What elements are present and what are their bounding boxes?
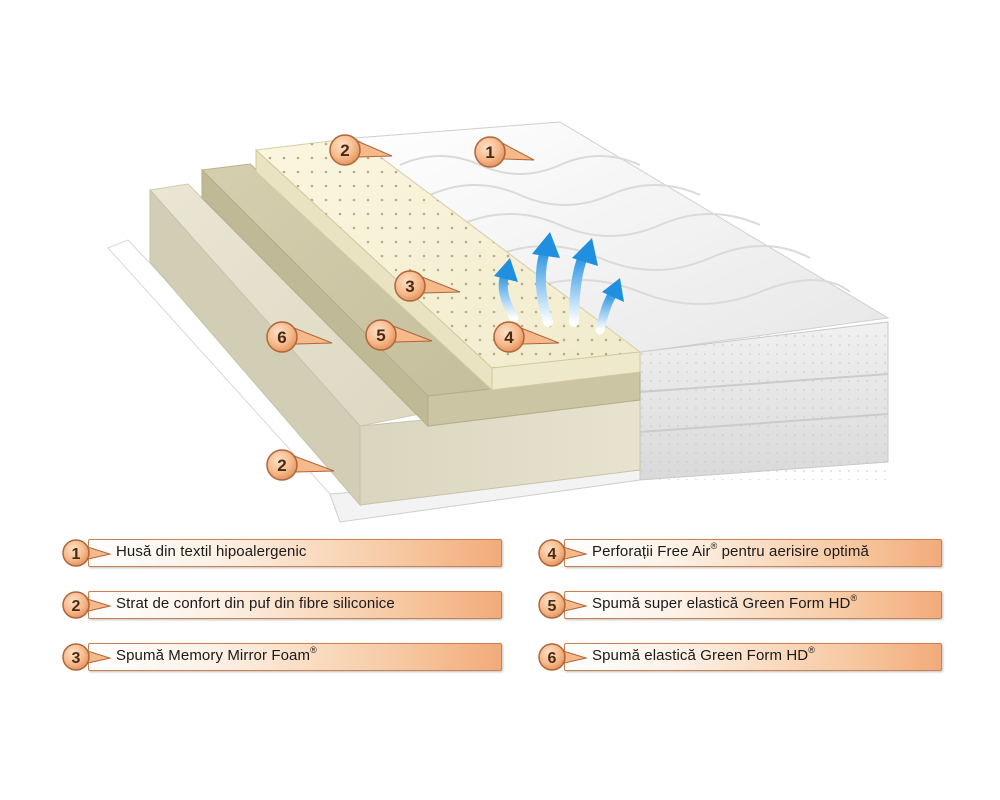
numbered-circle-badge: 4 bbox=[538, 539, 588, 567]
numbered-circle-badge bbox=[394, 270, 426, 302]
legend-item-2: 2 Strat de confort din puf din fibre sili… bbox=[60, 590, 502, 620]
numbered-circle-badge bbox=[493, 321, 525, 353]
numbered-circle-badge: 3 bbox=[62, 643, 112, 671]
airflow-arrow-icon bbox=[532, 232, 560, 327]
legend-text: Strat de confort din puf din fibre silic… bbox=[116, 595, 395, 612]
airflow-arrows bbox=[494, 232, 624, 335]
numbered-circle-badge: 1 bbox=[62, 539, 112, 567]
callout-badge-5: 5 bbox=[365, 319, 433, 351]
legend-text: Spumă elastică Green Form HD® bbox=[592, 645, 815, 664]
callout-number: 2 bbox=[277, 456, 286, 475]
callout-badge-2: 2 bbox=[329, 134, 393, 166]
svg-text:5: 5 bbox=[548, 598, 557, 615]
callout-number: 2 bbox=[340, 141, 349, 160]
quilted-cover-block bbox=[353, 121, 890, 481]
diagram-callouts: 1 2 3 4 5 6 2 bbox=[266, 134, 560, 481]
callout-badge-3: 3 bbox=[394, 270, 461, 302]
legend-item-5: 5 Spumă super elastică Green Form HD® bbox=[536, 590, 942, 620]
svg-text:6: 6 bbox=[548, 650, 557, 667]
airflow-arrow-icon bbox=[595, 278, 624, 335]
numbered-circle-badge bbox=[329, 134, 361, 166]
legend-bar bbox=[88, 539, 502, 567]
numbered-circle-badge bbox=[266, 449, 298, 481]
bottom-fibre-layer bbox=[107, 239, 641, 523]
svg-text:2: 2 bbox=[72, 598, 81, 615]
svg-text:3: 3 bbox=[72, 650, 81, 667]
callout-badge-1: 1 bbox=[474, 136, 535, 168]
numbered-circle-badge bbox=[266, 321, 298, 353]
callout-number: 4 bbox=[504, 328, 514, 347]
legend-bar bbox=[564, 643, 942, 671]
numbered-circle-badge bbox=[474, 136, 506, 168]
legend-item-4: 4 Perforații Free Air® pentru aerisire op… bbox=[536, 538, 942, 568]
legend-text: Perforații Free Air® pentru aerisire opt… bbox=[592, 541, 869, 560]
legend-item-1: 1 Husă din textil hipoalergenic bbox=[60, 538, 502, 568]
airflow-arrow-icon bbox=[494, 258, 519, 323]
legend-bar bbox=[88, 643, 502, 671]
legend-text: Spumă super elastică Green Form HD® bbox=[592, 593, 858, 612]
callout-number: 5 bbox=[376, 326, 385, 345]
numbered-circle-badge: 6 bbox=[538, 643, 588, 671]
svg-text:4: 4 bbox=[548, 546, 557, 563]
numbered-circle-badge bbox=[365, 319, 397, 351]
callout-badge-6: 6 bbox=[266, 321, 333, 353]
callout-badge-4: 4 bbox=[493, 321, 560, 353]
legend-bar bbox=[564, 539, 942, 567]
legend-item-6: 6 Spumă elastică Green Form HD® bbox=[536, 642, 942, 672]
airflow-arrow-icon bbox=[569, 238, 598, 327]
legend-text: Spumă Memory Mirror Foam® bbox=[116, 645, 317, 664]
legend-text: Husă din textil hipoalergenic bbox=[116, 543, 307, 560]
legend-bar bbox=[88, 591, 502, 619]
callout-number: 1 bbox=[485, 143, 494, 162]
callout-badge-7: 2 bbox=[266, 449, 335, 481]
callout-number: 6 bbox=[277, 328, 286, 347]
numbered-circle-badge: 5 bbox=[538, 591, 588, 619]
numbered-circle-badge: 2 bbox=[62, 591, 112, 619]
svg-text:1: 1 bbox=[72, 546, 81, 563]
legend-item-3: 3 Spumă Memory Mirror Foam® bbox=[60, 642, 502, 672]
callout-number: 3 bbox=[405, 277, 414, 296]
